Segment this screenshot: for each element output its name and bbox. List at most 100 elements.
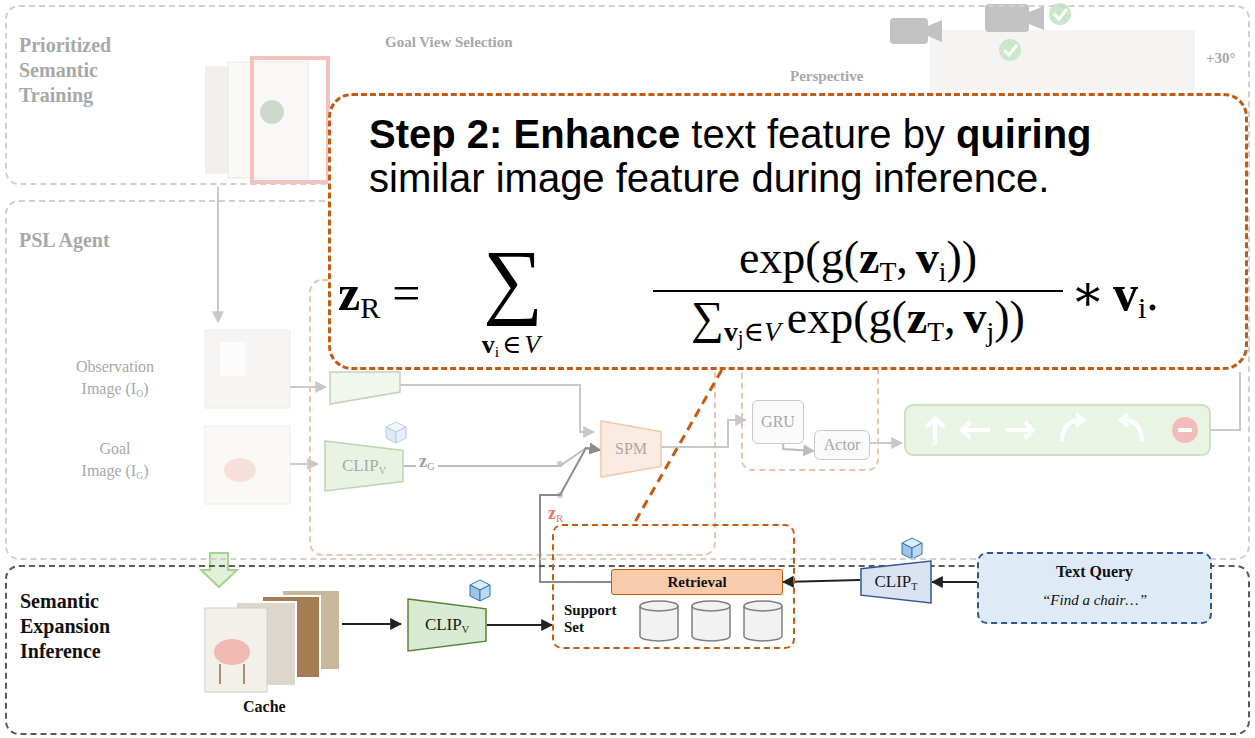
text-group: Prioritized Semantic Training [19,33,169,108]
text-label: = [392,265,420,321]
text-line: CLIPT [874,572,917,592]
left-icon [962,422,990,438]
text-label: Semantic Expansion Inference [20,590,110,662]
text-group: vi∈V [451,331,571,361]
cache-photo [205,608,267,692]
trapezoid-shape [408,599,486,651]
check-badge [999,39,1021,61]
text-line: exp(g(zT,vi)) [739,232,977,283]
text-label: , [896,232,908,283]
text-group: SPM [600,420,662,478]
text-line: Retrieval [667,574,726,591]
label-group: Goal View Selection [385,34,513,51]
text-label: j [738,327,744,349]
text-label: Observation [76,358,154,375]
camera-icon [890,18,928,44]
text-word: image [496,156,605,200]
spm-module: SPM [600,420,662,478]
text-group: PSL Agent [19,228,169,253]
feedback-line [1210,372,1240,430]
text-label: exp(g( [739,232,859,283]
text-word: inference. [874,156,1050,200]
label-group: zG [416,451,438,472]
text-label: )) [994,292,1025,343]
text-group: ∑vj∈Vexp(g(zT,vj)) [653,293,1063,350]
text-line: ∗vi. [1071,265,1159,321]
text-label: z [859,232,879,283]
text-line: GRU [761,413,795,431]
text-label: v [916,232,939,283]
text-label: )) [946,232,977,283]
flow-line [217,187,219,322]
label-group: Cache [243,698,286,716]
text-line: zR= [338,265,420,321]
text-group: Retrieval [612,570,782,594]
text-word: text [691,112,755,156]
label-group: +30° [1206,50,1236,67]
label-group: Image (IO) [55,380,175,399]
text-group: Text Query [979,563,1210,581]
text-label: Support Set [564,602,617,635]
text-label: V [524,330,540,359]
text-label: i [939,256,947,287]
text-line: Semantic Expansion Inference [20,590,110,662]
text-label: T [927,316,944,347]
text-label: ) [143,380,148,397]
text-label: R [556,512,563,524]
text-group: exp(g(zT,vi)) [653,233,1063,292]
right-icon [1005,422,1033,438]
text-group: ∑ [483,238,543,322]
text-word: during [751,156,862,200]
text-word: quiring [956,112,1092,156]
text-label: Actor [824,436,860,453]
text-label: +30° [1206,50,1236,66]
forward-icon [926,418,944,445]
text-line: “Find a chair…” [1042,592,1147,608]
rotated-view-photo [930,30,1195,90]
text-query-box: Text Query “Find a chair…” [977,552,1212,624]
text-label: T [879,256,896,287]
text-label: Perspective [790,68,863,84]
text-word: feature [767,112,892,156]
flow-line [400,385,594,432]
encoder-trapezoid: CLIPV [407,598,487,652]
text-line: Support Set [564,602,617,635]
chair-detail [224,458,256,482]
text-line: Step 2: Enhance text feature by quiring … [369,112,1092,200]
text-label: v [482,330,495,359]
turn-icon [1121,414,1142,442]
flow-line [342,623,401,625]
text-label: Step 2: Enhance text feature by quiring … [369,112,1092,200]
text-line: +30° [1206,50,1236,66]
text-label: CLIP [342,456,379,475]
chair-legs [220,664,244,684]
text-label: Goal View Selection [385,34,513,50]
text-label: v [724,316,738,347]
text-group: CLIPV [324,440,404,492]
text-line: ∑ [483,233,543,326]
text-label: j [987,316,995,347]
text-word: by [903,112,945,156]
flow-line [290,463,318,465]
text-group: Semantic Expansion Inference [20,589,138,664]
text-label: , [944,292,956,343]
text-line: PSL Agent [19,229,110,251]
text-group: GRU [753,401,803,443]
text-label: V [764,316,781,347]
text-label: Image (I [82,462,137,479]
goal-view-photo [228,62,308,178]
trapezoid-shape [601,421,661,477]
camera-lens [928,20,942,42]
text-label: ∑ [691,292,724,343]
encoder-trapezoid: CLIPV [324,440,404,492]
retrieval-bar: Retrieval [611,569,783,595]
label-group: Image (IG) [55,462,175,481]
text-group: CLIPT [860,560,932,604]
text-line: ∑vj∈Vexp(g(zT,vj)) [691,292,1025,343]
text-word: feature [616,156,741,200]
chair-detail [214,639,250,665]
encoder-shape [330,372,400,404]
text-word: 2: [467,112,503,156]
selected-view-frame [252,58,328,182]
arrow-connector [487,624,552,626]
